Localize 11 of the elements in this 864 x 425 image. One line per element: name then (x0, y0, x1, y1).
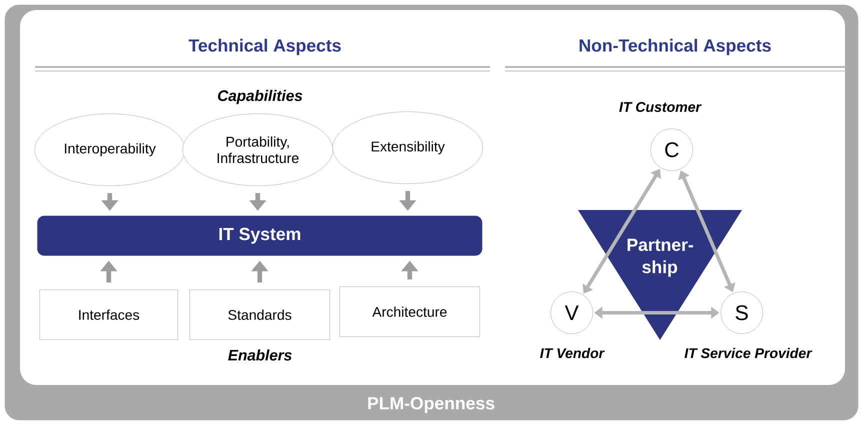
enabler-box: Architecture (340, 286, 480, 337)
group-label: Capabilities (218, 90, 302, 104)
enabler-box: Standards (190, 290, 330, 340)
role-label: IT Customer (619, 102, 702, 112)
enabler-box: Interfaces (40, 290, 178, 340)
role-label: IT Service Provider (684, 348, 812, 358)
section-heading: Technical Aspects (188, 38, 341, 56)
system-bar: IT System (37, 216, 482, 256)
role-label: IT Vendor (540, 348, 605, 358)
section-heading: Non-Technical Aspects (580, 38, 771, 56)
triangle-label: Partner- ship (628, 238, 694, 277)
